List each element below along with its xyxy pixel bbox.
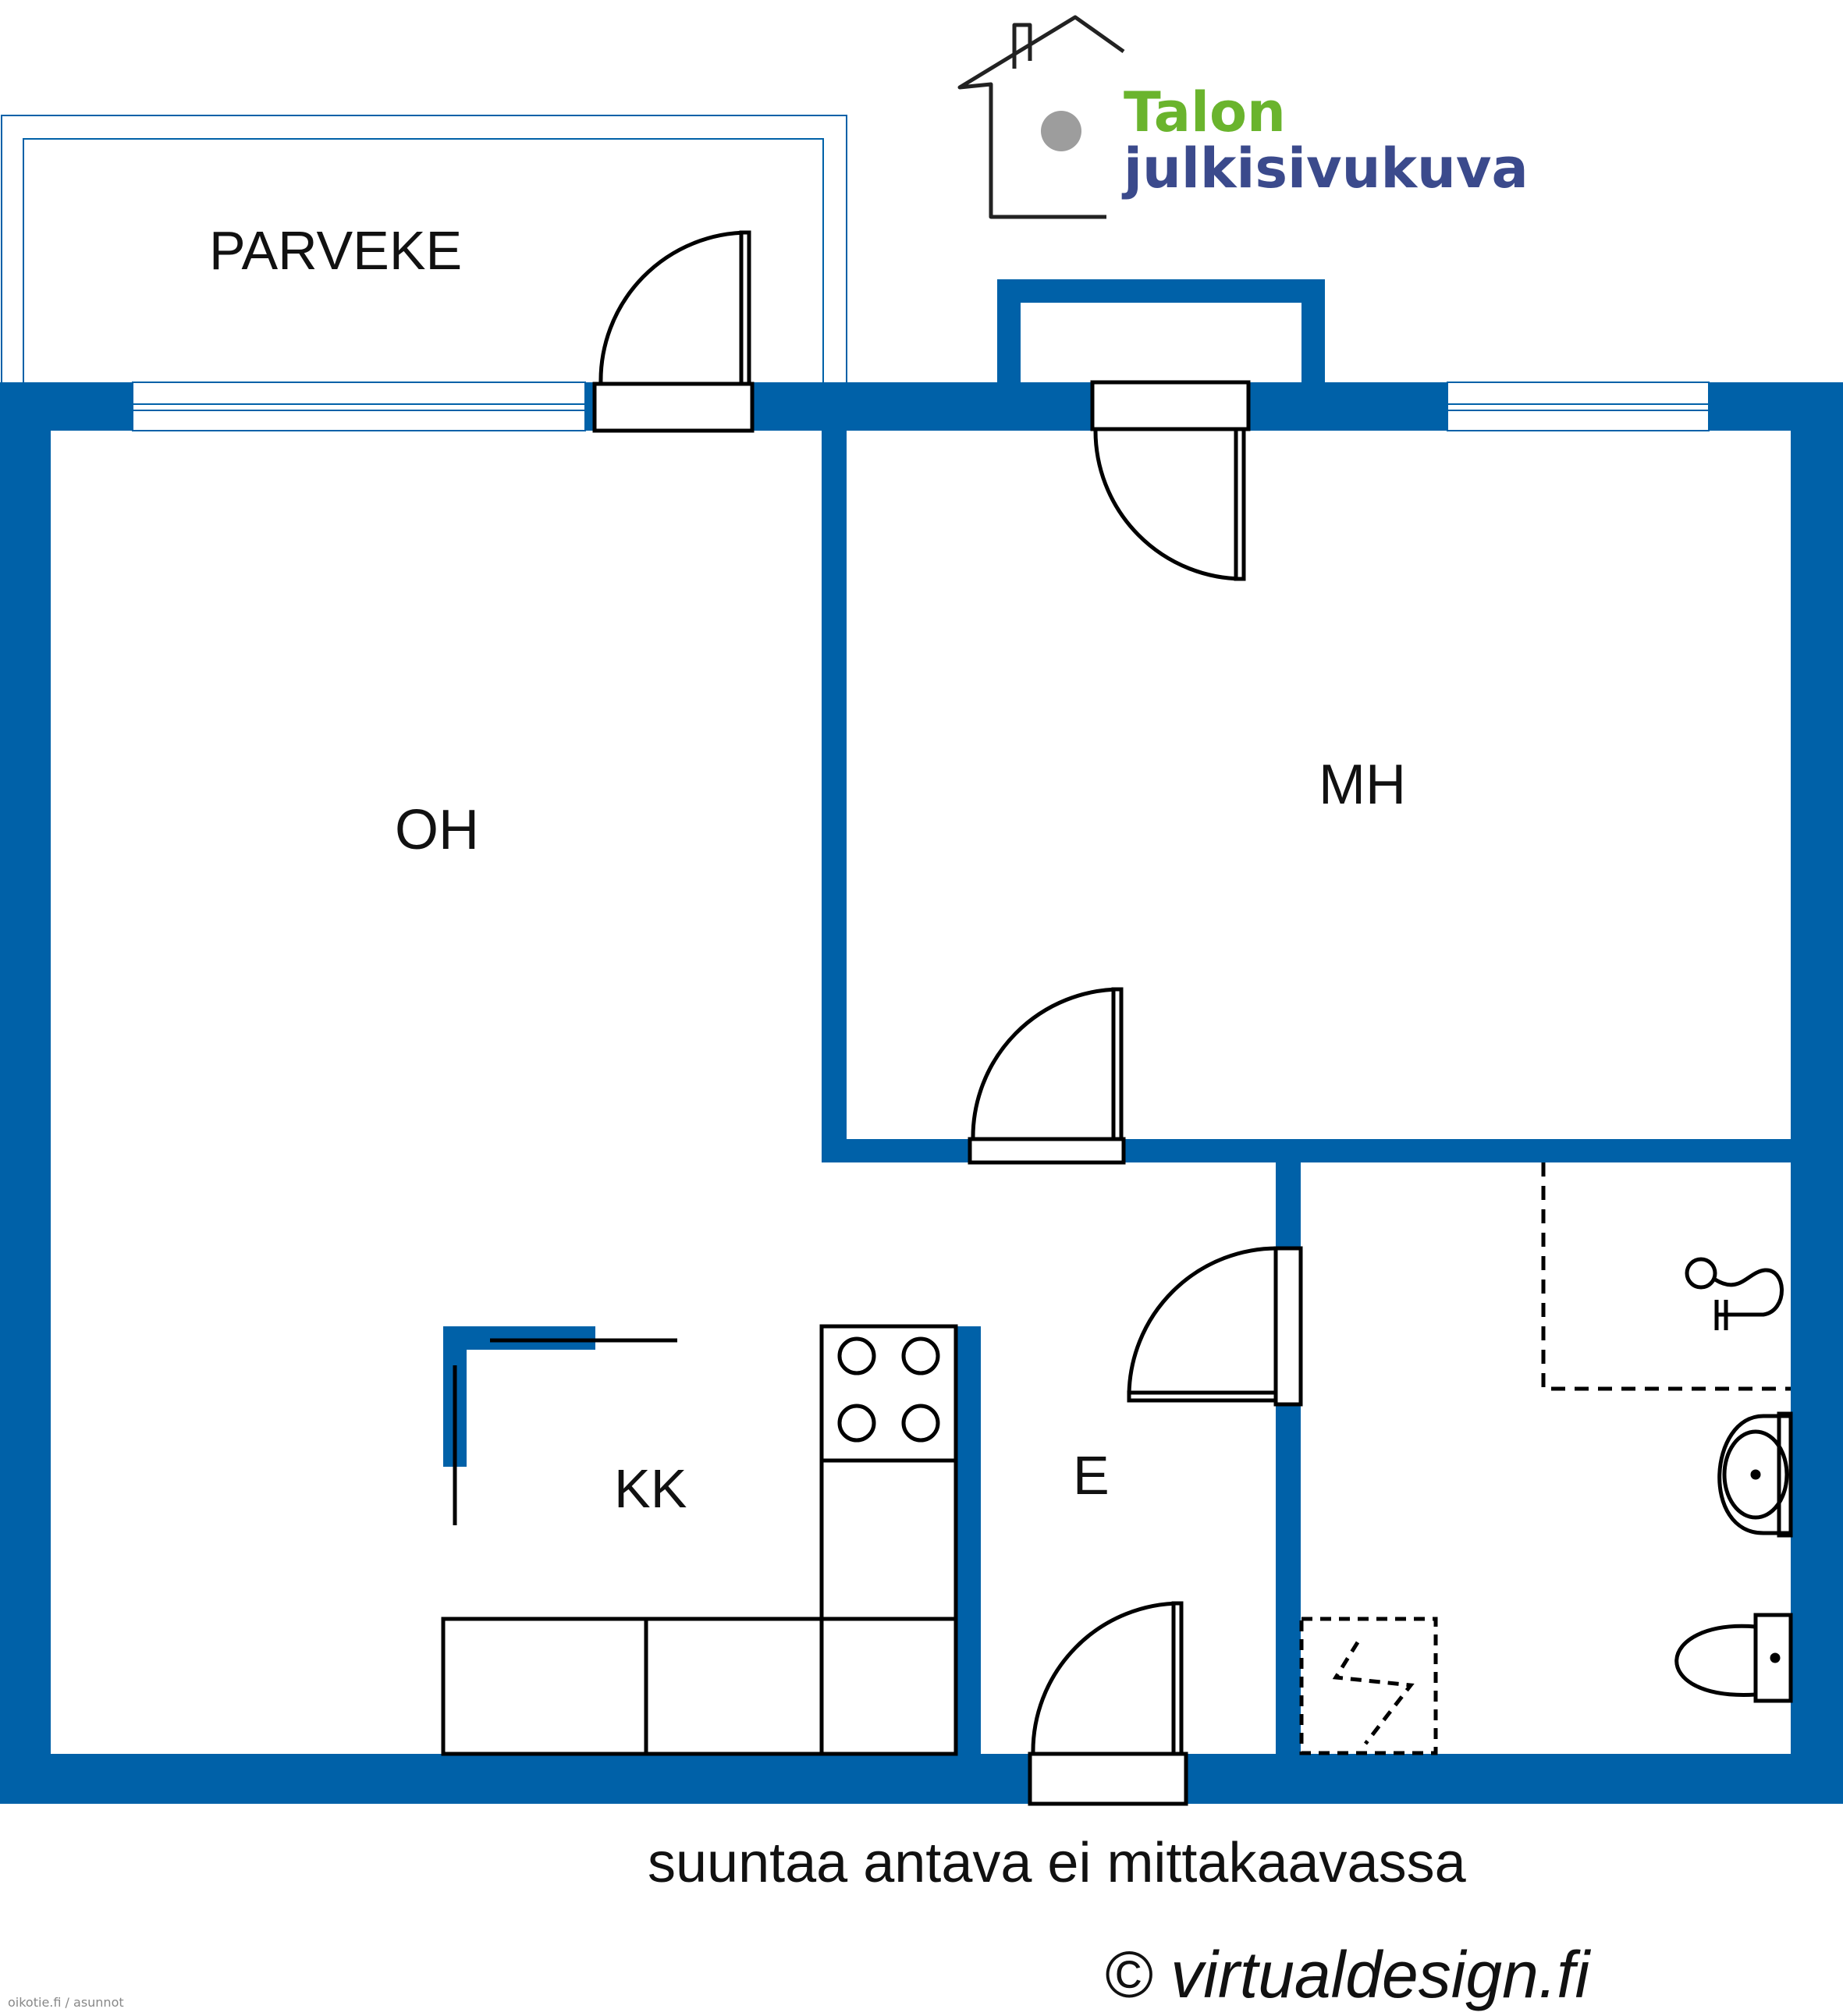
walls (0, 279, 1843, 1804)
room-label-living: OH (395, 799, 479, 861)
washbasin-icon (1717, 1411, 1793, 1538)
counter-cabinet-3 (819, 1617, 958, 1756)
counter-cabinet-2 (644, 1617, 824, 1756)
window-living (132, 382, 586, 431)
door-bedroom (968, 987, 1126, 1165)
house-icon (957, 15, 1125, 219)
window-bedroom (1447, 382, 1710, 431)
kitchen-fittings (441, 1324, 958, 1756)
bathroom-fittings (1299, 1162, 1793, 1755)
scale-note: suuntaa antava ei mittakaavassa (648, 1832, 1467, 1894)
counter-column (819, 1458, 958, 1621)
washing-machine-icon (1299, 1617, 1438, 1755)
counter-cabinet-1 (441, 1617, 648, 1756)
door-balcony (592, 230, 755, 433)
shower-icon (1541, 1162, 1791, 1391)
logo-line1: Talon (1124, 80, 1286, 144)
stove-icon (819, 1324, 958, 1463)
toilet-icon (1674, 1613, 1793, 1703)
watermark: oikotie.fi / asunnot (8, 1995, 124, 2010)
room-label-balcony: PARVEKE (209, 220, 462, 281)
copyright-credit: © virtualdesign.fi (1104, 1938, 1592, 2011)
room-label-entry: E (1073, 1445, 1110, 1506)
room-label-kitchen: KK (614, 1458, 687, 1519)
logo-dot (1041, 111, 1081, 151)
doors (592, 230, 1303, 1806)
room-label-bedroom: MH (1319, 754, 1406, 816)
windows (132, 382, 1710, 431)
balcony-outline (1, 115, 847, 382)
logo-line2: julkisivukuva (1121, 137, 1529, 201)
door-bathroom (1127, 1246, 1303, 1407)
logo: Talon julkisivukuva (957, 15, 1529, 219)
door-closet (1090, 380, 1251, 581)
door-entrance (1028, 1601, 1188, 1806)
